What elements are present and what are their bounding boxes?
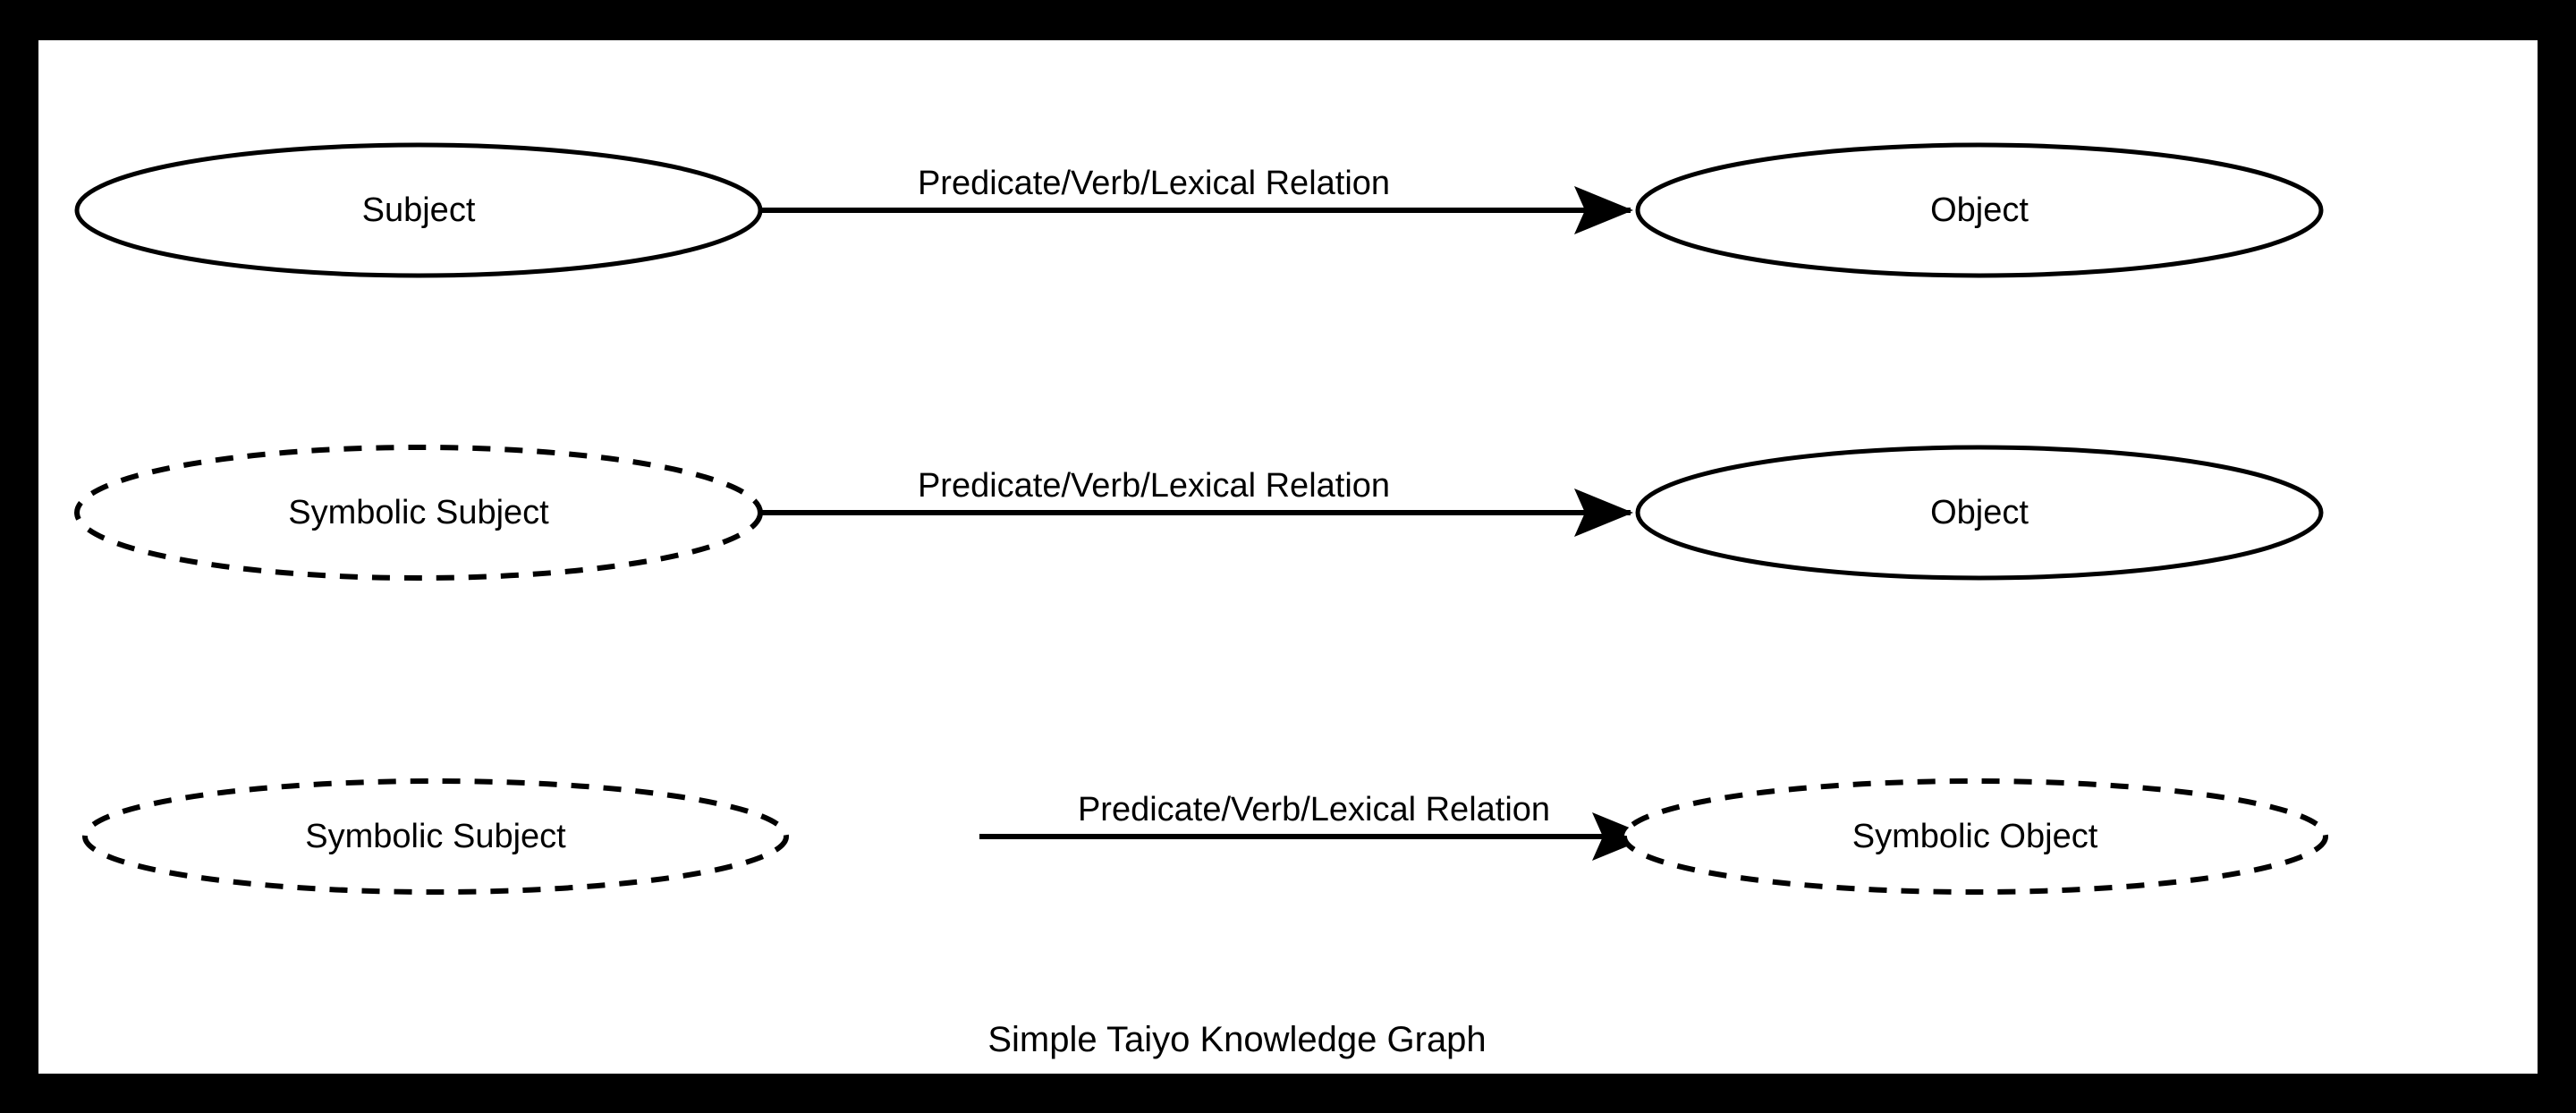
diagram-caption: Simple Taiyo Knowledge Graph: [987, 1020, 1486, 1059]
edge-label: Predicate/Verb/Lexical Relation: [918, 467, 1390, 505]
ellipse-shape-dashed: [74, 445, 763, 581]
node-label: Symbolic Subject: [305, 818, 566, 855]
edge-row-2[interactable]: Predicate/Verb/Lexical Relation: [762, 467, 1633, 537]
node-label: Subject: [362, 191, 476, 229]
node-label: Symbolic Subject: [288, 494, 549, 531]
edge-label: Predicate/Verb/Lexical Relation: [918, 165, 1390, 202]
edge-row-1[interactable]: Predicate/Verb/Lexical Relation: [762, 165, 1633, 234]
ellipse-shape-dashed: [1622, 778, 2328, 895]
ellipse-shape-solid: [1635, 445, 2324, 581]
ellipse-shape-solid: [1635, 142, 2324, 278]
node-label: Symbolic Object: [1852, 818, 2098, 855]
node-label: Object: [1930, 191, 2029, 229]
node-object-row-1[interactable]: Object: [1635, 142, 2324, 278]
node-symbolic-subject-row-2[interactable]: Symbolic Subject: [74, 445, 763, 581]
diagram-canvas: Subject Predicate/Verb/Lexical Relation …: [38, 40, 2538, 1074]
node-symbolic-object-row-3[interactable]: Symbolic Object: [1622, 778, 2328, 895]
node-object-row-2[interactable]: Object: [1635, 445, 2324, 581]
node-label: Object: [1930, 494, 2029, 531]
node-subject-row-1[interactable]: Subject: [74, 142, 763, 278]
edge-label: Predicate/Verb/Lexical Relation: [1078, 791, 1550, 828]
triple-row-3: Symbolic Subject Predicate/Verb/Lexical …: [82, 778, 2328, 895]
ellipse-shape-dashed: [82, 778, 789, 895]
ellipse-shape-solid: [74, 142, 763, 278]
triple-row-1: Subject Predicate/Verb/Lexical Relation …: [74, 142, 2324, 278]
node-symbolic-subject-row-3[interactable]: Symbolic Subject: [82, 778, 789, 895]
triple-row-2: Symbolic Subject Predicate/Verb/Lexical …: [74, 445, 2324, 581]
edge-row-3[interactable]: Predicate/Verb/Lexical Relation: [979, 791, 1651, 861]
knowledge-graph-svg: Subject Predicate/Verb/Lexical Relation …: [74, 142, 2328, 1059]
